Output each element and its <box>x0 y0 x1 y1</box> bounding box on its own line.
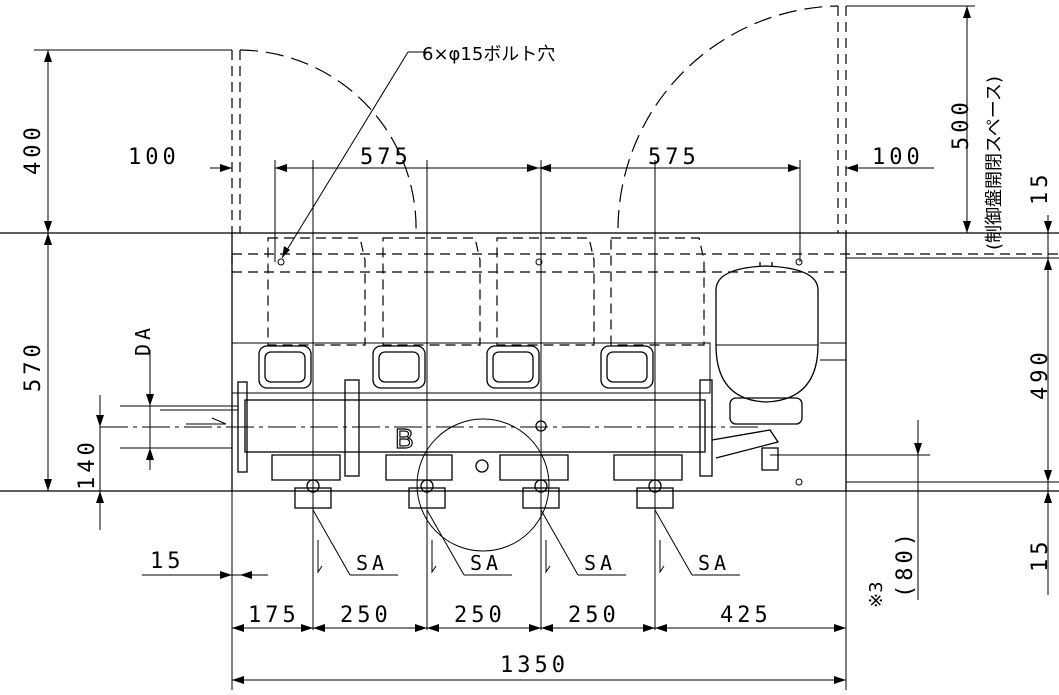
dim-400: 400 <box>21 123 46 175</box>
bolt-holes <box>277 258 803 486</box>
dim-da: DA <box>131 324 155 356</box>
sa-label-1: SA <box>356 551 388 575</box>
right-dimensions: 500 (制御盤開閉スペース) 15 490 15 (80) ※3 <box>846 5 1053 608</box>
left-dimensions: 400 570 140 DA <box>21 49 238 530</box>
base-rail <box>231 253 1059 483</box>
bolt-note: 6×φ15ボルト穴 <box>422 44 555 65</box>
dim-575-right: 575 <box>648 145 700 170</box>
panel-note: (制御盤開閉スペース) <box>984 76 1005 250</box>
dim-250-c: 250 <box>568 603 620 628</box>
top-dimensions: 100 575 575 100 <box>128 145 934 172</box>
detail-b: B <box>394 418 550 552</box>
pump-centerlines <box>274 160 801 630</box>
dim-425: 425 <box>720 603 772 628</box>
dim-100-right: 100 <box>872 145 924 170</box>
pump-bases <box>271 454 683 509</box>
dim-570: 570 <box>21 340 46 392</box>
motor-units <box>267 237 705 346</box>
panel-door-space <box>231 5 847 234</box>
dim-1350: 1350 <box>500 653 569 678</box>
dim-250-a: 250 <box>340 603 392 628</box>
pressure-tank <box>715 262 819 425</box>
dim-490: 490 <box>1028 348 1053 400</box>
discharge-header <box>100 379 930 477</box>
dim-80: (80) <box>893 529 918 598</box>
sa-label-2: SA <box>470 551 502 575</box>
pump-bodies <box>231 342 846 394</box>
note-3: ※3 <box>866 581 887 608</box>
dim-15-bottom-right: 15 <box>1028 538 1053 573</box>
dim-15-left: 15 <box>150 549 185 574</box>
bottom-dimensions: 175 250 250 250 425 1350 <box>231 491 847 690</box>
dim-15-top: 15 <box>1028 171 1053 206</box>
dim-500: 500 <box>949 98 974 150</box>
sa-label-3: SA <box>584 551 616 575</box>
dim-575-left: 575 <box>360 145 412 170</box>
dim-175: 175 <box>248 603 300 628</box>
dim-100-left: 100 <box>128 145 180 170</box>
dim-250-b: 250 <box>454 603 506 628</box>
sa-leaders: SA SA SA SA <box>312 509 740 576</box>
view-label-b: B <box>395 423 414 454</box>
dim-140: 140 <box>75 438 100 490</box>
bottom-left-15: 15 <box>142 549 268 579</box>
bolt-note-leader: 6×φ15ボルト穴 <box>281 44 555 259</box>
flow-arrow <box>160 409 238 425</box>
sa-label-4: SA <box>698 551 730 575</box>
